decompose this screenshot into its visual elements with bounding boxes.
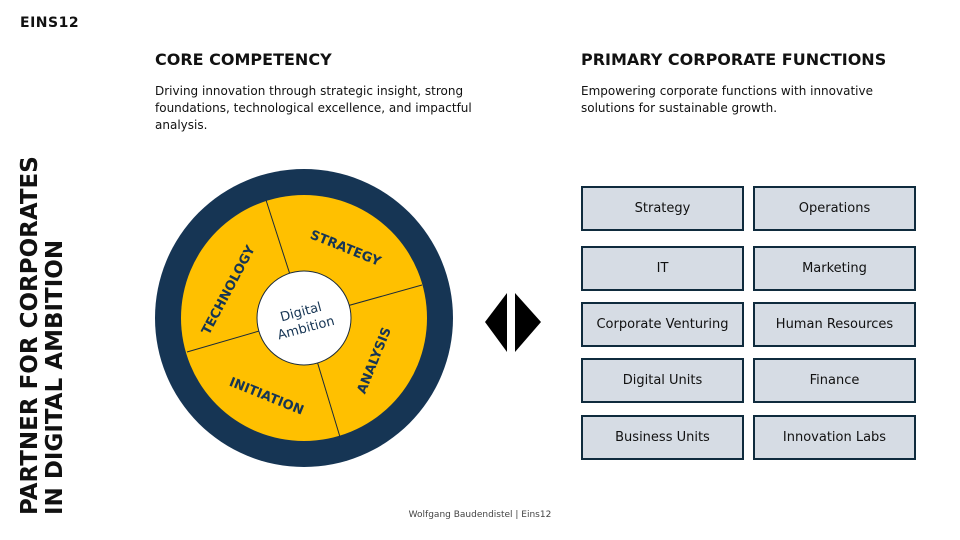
function-operations: Operations xyxy=(753,186,916,231)
functions-text: Empowering corporate functions with inno… xyxy=(581,84,873,115)
core-competency-heading: CORE COMPETENCY xyxy=(155,50,332,69)
function-digital-units: Digital Units xyxy=(581,358,744,403)
arrow-right-icon xyxy=(515,293,541,352)
function-it: IT xyxy=(581,246,744,291)
function-finance: Finance xyxy=(753,358,916,403)
footer: Wolfgang Baudendistel | Eins12 xyxy=(408,510,552,520)
arrow-left-icon xyxy=(485,293,507,352)
function-innovation-labs: Innovation Labs xyxy=(753,415,916,460)
core-competency-text: Driving innovation through strategic ins… xyxy=(155,84,472,132)
function-corporate-venturing: Corporate Venturing xyxy=(581,302,744,347)
function-strategy: Strategy xyxy=(581,186,744,231)
functions-heading: PRIMARY CORPORATE FUNCTIONS xyxy=(581,50,887,69)
brand-logo: EINS12 xyxy=(20,15,80,31)
center-circle xyxy=(256,270,352,366)
function-human-resources: Human Resources xyxy=(753,302,916,347)
function-marketing: Marketing xyxy=(753,246,916,291)
function-business-units: Business Units xyxy=(581,415,744,460)
